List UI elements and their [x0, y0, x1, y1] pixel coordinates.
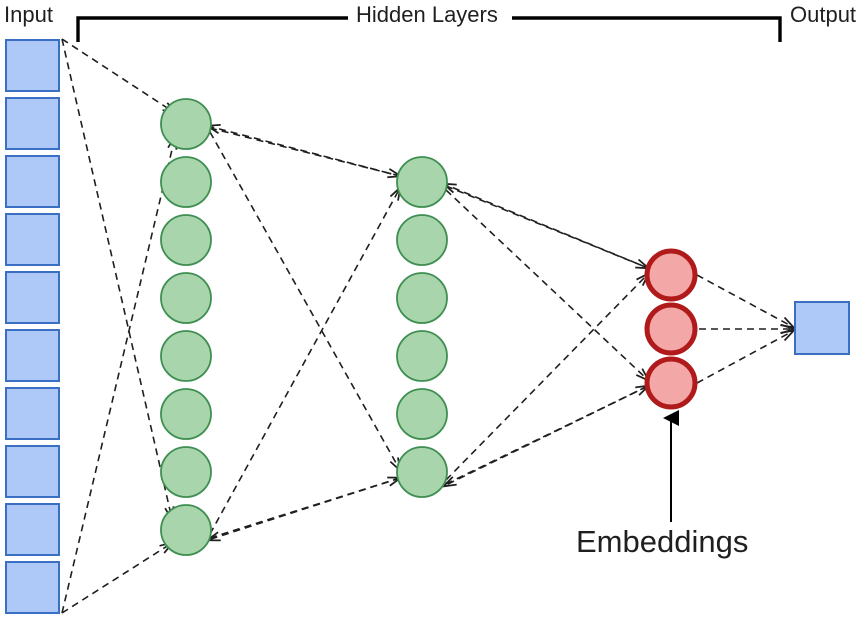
input-node[interactable]	[5, 155, 60, 208]
hidden-node[interactable]	[396, 272, 448, 324]
hidden-node[interactable]	[396, 330, 448, 382]
connections-hidden2-to-embeddings	[444, 184, 648, 486]
input-node[interactable]	[5, 445, 60, 498]
connections-input-to-hidden1	[61, 38, 175, 614]
embedding-layer	[644, 248, 698, 410]
hidden-layers-bracket	[76, 16, 782, 42]
hidden-node[interactable]	[160, 156, 212, 208]
hidden-node[interactable]	[396, 156, 448, 208]
connections-embeddings-to-output	[696, 274, 793, 384]
input-node[interactable]	[5, 39, 60, 92]
connections-hidden1-to-hidden2	[208, 126, 400, 540]
hidden-layer-1	[160, 98, 212, 556]
hidden-node[interactable]	[396, 214, 448, 266]
embeddings-label: Embeddings	[576, 524, 749, 559]
output-layer-label: Output	[790, 2, 857, 27]
input-node[interactable]	[5, 561, 60, 614]
embedding-node[interactable]	[644, 248, 698, 302]
hidden-node[interactable]	[396, 446, 448, 498]
output-layer	[794, 301, 850, 355]
input-node[interactable]	[5, 213, 60, 266]
input-node[interactable]	[5, 503, 60, 556]
hidden-node[interactable]	[160, 330, 212, 382]
output-node[interactable]	[794, 301, 850, 355]
hidden-node[interactable]	[160, 446, 212, 498]
input-node[interactable]	[5, 271, 60, 324]
embedding-node[interactable]	[644, 302, 698, 356]
input-node[interactable]	[5, 97, 60, 150]
hidden-node[interactable]	[160, 388, 212, 440]
hidden-layers-label: Hidden Layers	[352, 4, 502, 26]
hidden-node[interactable]	[160, 214, 212, 266]
hidden-layer-2	[396, 156, 448, 498]
hidden-node[interactable]	[160, 504, 212, 556]
hidden-node[interactable]	[160, 98, 212, 150]
input-node[interactable]	[5, 387, 60, 440]
input-layer	[5, 39, 60, 614]
input-layer-label: Input	[4, 2, 53, 27]
hidden-node[interactable]	[160, 272, 212, 324]
embedding-node[interactable]	[644, 356, 698, 410]
input-node[interactable]	[5, 329, 60, 382]
hidden-node[interactable]	[396, 388, 448, 440]
